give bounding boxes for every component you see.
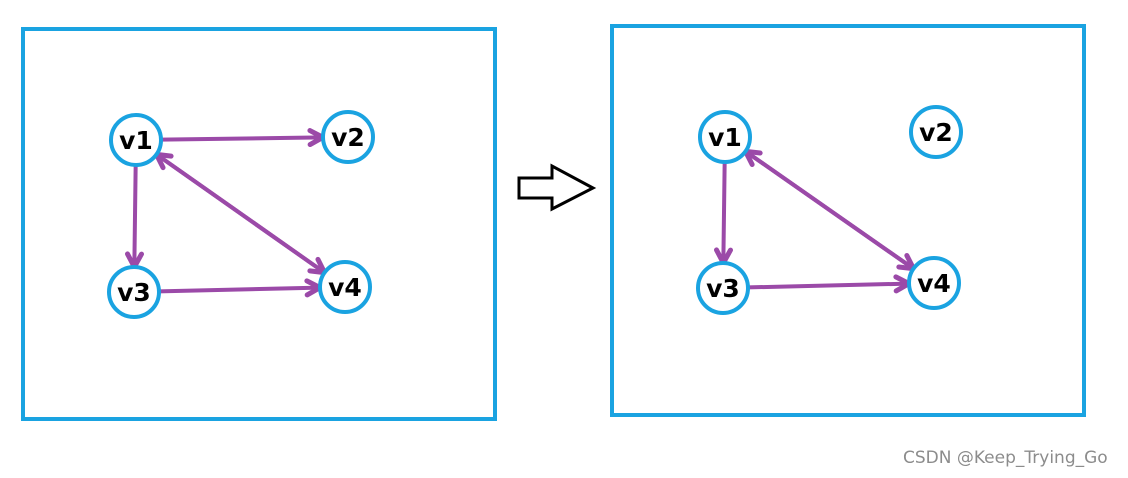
edge-line bbox=[154, 152, 327, 275]
node-v1: v1 bbox=[109, 113, 163, 167]
node-v4: v4 bbox=[318, 260, 372, 314]
edge-v1-v4 bbox=[743, 149, 917, 272]
node-circle bbox=[109, 113, 163, 167]
node-v1: v1 bbox=[698, 110, 752, 164]
node-circle bbox=[698, 110, 752, 164]
edge-line bbox=[743, 149, 916, 271]
node-circle bbox=[107, 265, 161, 319]
edge-v1-v3 bbox=[714, 159, 734, 266]
edge-v3-v4 bbox=[156, 278, 323, 298]
graph-after-panel: v1 v2 v3 v4 bbox=[610, 24, 1086, 417]
edge-line bbox=[721, 159, 727, 266]
before-frame bbox=[21, 27, 497, 421]
right-arrow-icon bbox=[517, 163, 597, 212]
node-label: v3 bbox=[117, 278, 151, 307]
edge-v1-v4 bbox=[154, 152, 328, 276]
node-label: v4 bbox=[328, 273, 362, 302]
node-circle bbox=[696, 261, 750, 315]
edge-line bbox=[158, 135, 326, 142]
edge-v1-v3 bbox=[125, 162, 144, 270]
node-circle bbox=[907, 256, 961, 310]
node-circle bbox=[318, 260, 372, 314]
edge-line bbox=[745, 281, 912, 290]
before-nodes: v1 v2 v3 v4 bbox=[107, 110, 375, 319]
node-v4: v4 bbox=[907, 256, 961, 310]
after-nodes: v1 v2 v3 v4 bbox=[696, 105, 963, 315]
node-circle bbox=[909, 105, 963, 159]
watermark-text: CSDN @Keep_Trying_Go bbox=[903, 448, 1108, 468]
edge-v1-v2 bbox=[158, 128, 326, 148]
node-label: v1 bbox=[119, 126, 153, 155]
graph-before-panel: v1 v2 v3 v4 bbox=[21, 27, 497, 421]
node-label: v2 bbox=[331, 123, 365, 152]
after-frame bbox=[610, 24, 1086, 417]
node-v2: v2 bbox=[321, 110, 375, 164]
node-v2: v2 bbox=[909, 105, 963, 159]
node-label: v1 bbox=[708, 123, 742, 152]
node-v3: v3 bbox=[107, 265, 161, 319]
edge-line bbox=[132, 162, 138, 270]
after-edges bbox=[714, 148, 917, 294]
edge-line bbox=[156, 285, 323, 294]
node-label: v3 bbox=[706, 274, 740, 303]
edge-v3-v4 bbox=[745, 274, 912, 294]
node-label: v4 bbox=[917, 269, 951, 298]
node-circle bbox=[321, 110, 375, 164]
node-v3: v3 bbox=[696, 261, 750, 315]
node-label: v2 bbox=[919, 118, 953, 147]
